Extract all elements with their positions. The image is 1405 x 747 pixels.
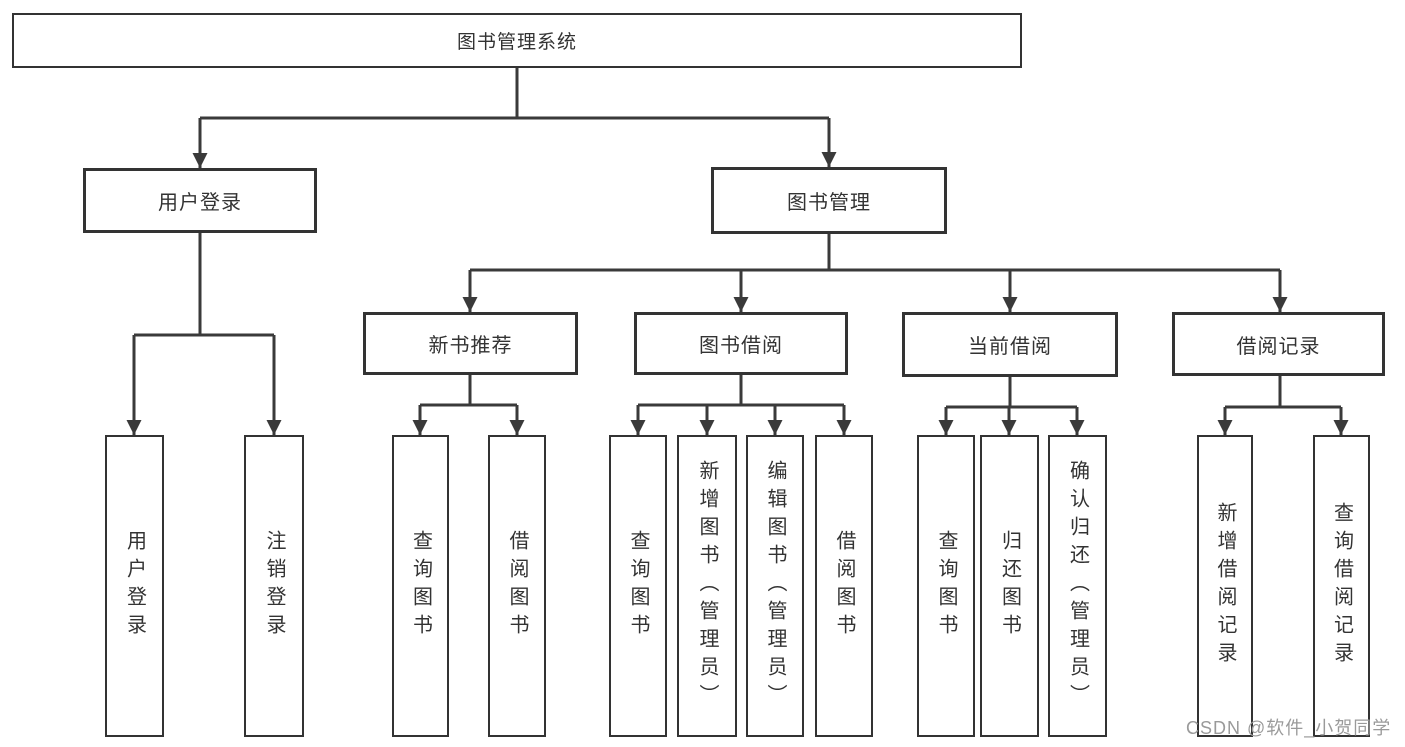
- node-user-login: 用户登录: [83, 168, 317, 233]
- csdn-watermark: CSDN @软件_小贺同学: [1186, 718, 1392, 738]
- root-branch: [192, 68, 837, 168]
- leaf-query-books-current: 查询图书: [917, 435, 975, 737]
- leaf-edit-book-admin: 编辑图书（管理员）: [746, 435, 804, 737]
- leaf-label: 注销登录: [263, 530, 285, 642]
- node-library-management-system: 图书管理系统: [12, 13, 1022, 68]
- leaf-return-books: 归还图书: [980, 435, 1039, 737]
- leaf-query-books-borrowing: 查询图书: [609, 435, 667, 737]
- node-label: 图书借阅: [699, 335, 783, 357]
- leaf-label: 查询图书: [627, 530, 649, 642]
- leaf-borrow-books-borrowing: 借阅图书: [815, 435, 873, 737]
- node-new-book-recommendation: 新书推荐: [363, 312, 578, 375]
- node-current-borrowing: 当前借阅: [902, 312, 1118, 377]
- book-borrowing-branch: [630, 375, 852, 435]
- new-book-recommendation-branch: [412, 375, 525, 435]
- node-book-borrowing: 图书借阅: [634, 312, 848, 375]
- current-borrowing-branch: [938, 377, 1085, 435]
- leaf-label: 查询借阅记录: [1330, 502, 1353, 670]
- node-label: 当前借阅: [968, 336, 1052, 358]
- node-label: 用户登录: [158, 192, 242, 214]
- leaf-add-borrow-record: 新增借阅记录: [1197, 435, 1253, 737]
- user-login-branch: [126, 233, 282, 435]
- leaf-label: 新增图书（管理员）: [696, 460, 718, 712]
- borrowing-records-branch: [1217, 376, 1349, 435]
- leaf-label: 新增借阅记录: [1214, 502, 1236, 670]
- leaf-logout: 注销登录: [244, 435, 304, 737]
- node-borrowing-records: 借阅记录: [1172, 312, 1385, 376]
- leaf-add-book-admin: 新增图书（管理员）: [677, 435, 737, 737]
- node-book-management: 图书管理: [711, 167, 947, 234]
- leaf-borrow-books-recommend: 借阅图书: [488, 435, 546, 737]
- leaf-query-books-recommend: 查询图书: [392, 435, 449, 737]
- leaf-label: 编辑图书（管理员）: [764, 460, 786, 712]
- node-label: 图书管理系统: [456, 32, 577, 53]
- node-label: 新书推荐: [428, 335, 513, 357]
- node-label: 图书管理: [787, 192, 871, 214]
- leaf-label: 借阅图书: [506, 530, 528, 642]
- node-label: 借阅记录: [1236, 335, 1321, 358]
- leaf-query-borrow-record: 查询借阅记录: [1313, 435, 1370, 737]
- leaf-label: 归还图书: [998, 530, 1021, 642]
- leaf-label: 确认归还（管理员）: [1066, 460, 1089, 712]
- leaf-label: 查询图书: [935, 530, 957, 642]
- leaf-user-login: 用户登录: [105, 435, 164, 737]
- leaf-label: 借阅图书: [833, 530, 855, 642]
- leaf-confirm-return-admin: 确认归还（管理员）: [1048, 435, 1107, 737]
- leaf-label: 查询图书: [409, 530, 432, 642]
- leaf-label: 用户登录: [123, 530, 146, 642]
- book-management-branch: [462, 234, 1288, 312]
